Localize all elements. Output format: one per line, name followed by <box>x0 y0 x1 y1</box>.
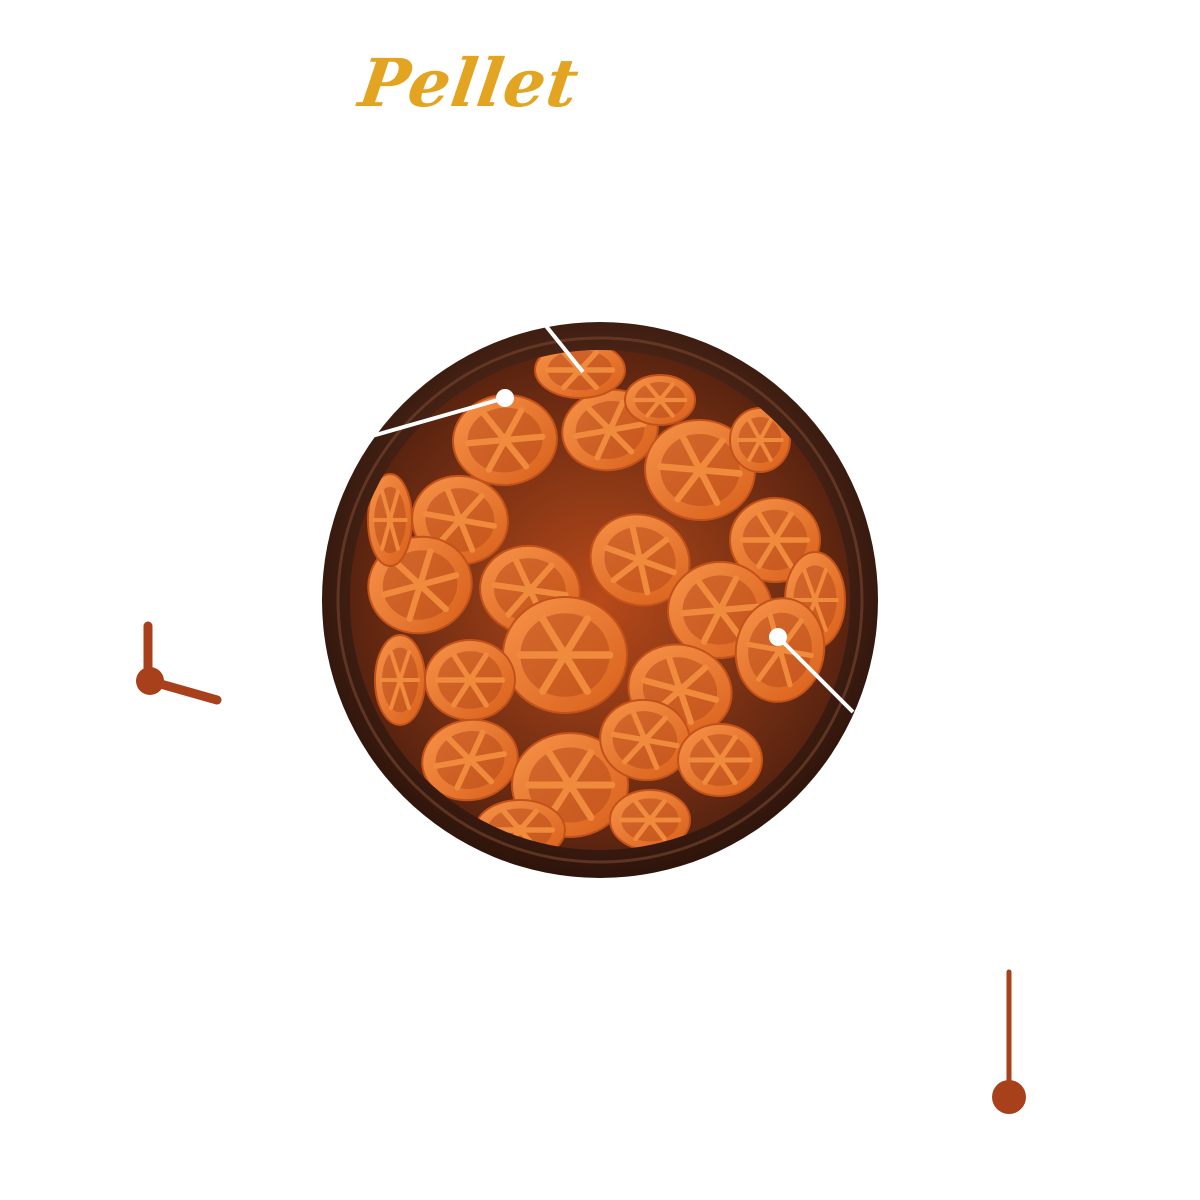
pellet-wheel <box>424 639 516 721</box>
l-shaped-pointer-icon <box>136 621 222 705</box>
pellet-pile <box>367 350 846 850</box>
pellet-wheel <box>734 597 826 703</box>
pointer-dot-right <box>769 628 787 646</box>
pellet-wheel <box>729 407 791 473</box>
pellet-wheel <box>644 418 756 522</box>
pin-pointer-icon <box>992 969 1026 1114</box>
pellet-wheel <box>374 634 426 726</box>
pointer-dot-top <box>496 389 514 407</box>
pellet-wheel <box>599 698 691 782</box>
pellet-wheel <box>677 723 763 797</box>
pellet-wheel <box>452 393 558 487</box>
pellet-wheel <box>624 374 696 426</box>
pellet-wheel <box>609 789 691 850</box>
pellet-wheel <box>421 718 519 802</box>
pellet-wheel <box>367 473 413 567</box>
pellet-wheel <box>502 596 628 714</box>
pointer-lines <box>371 324 855 714</box>
pellet-wheel <box>511 732 629 838</box>
pellet-wheel <box>589 513 691 607</box>
